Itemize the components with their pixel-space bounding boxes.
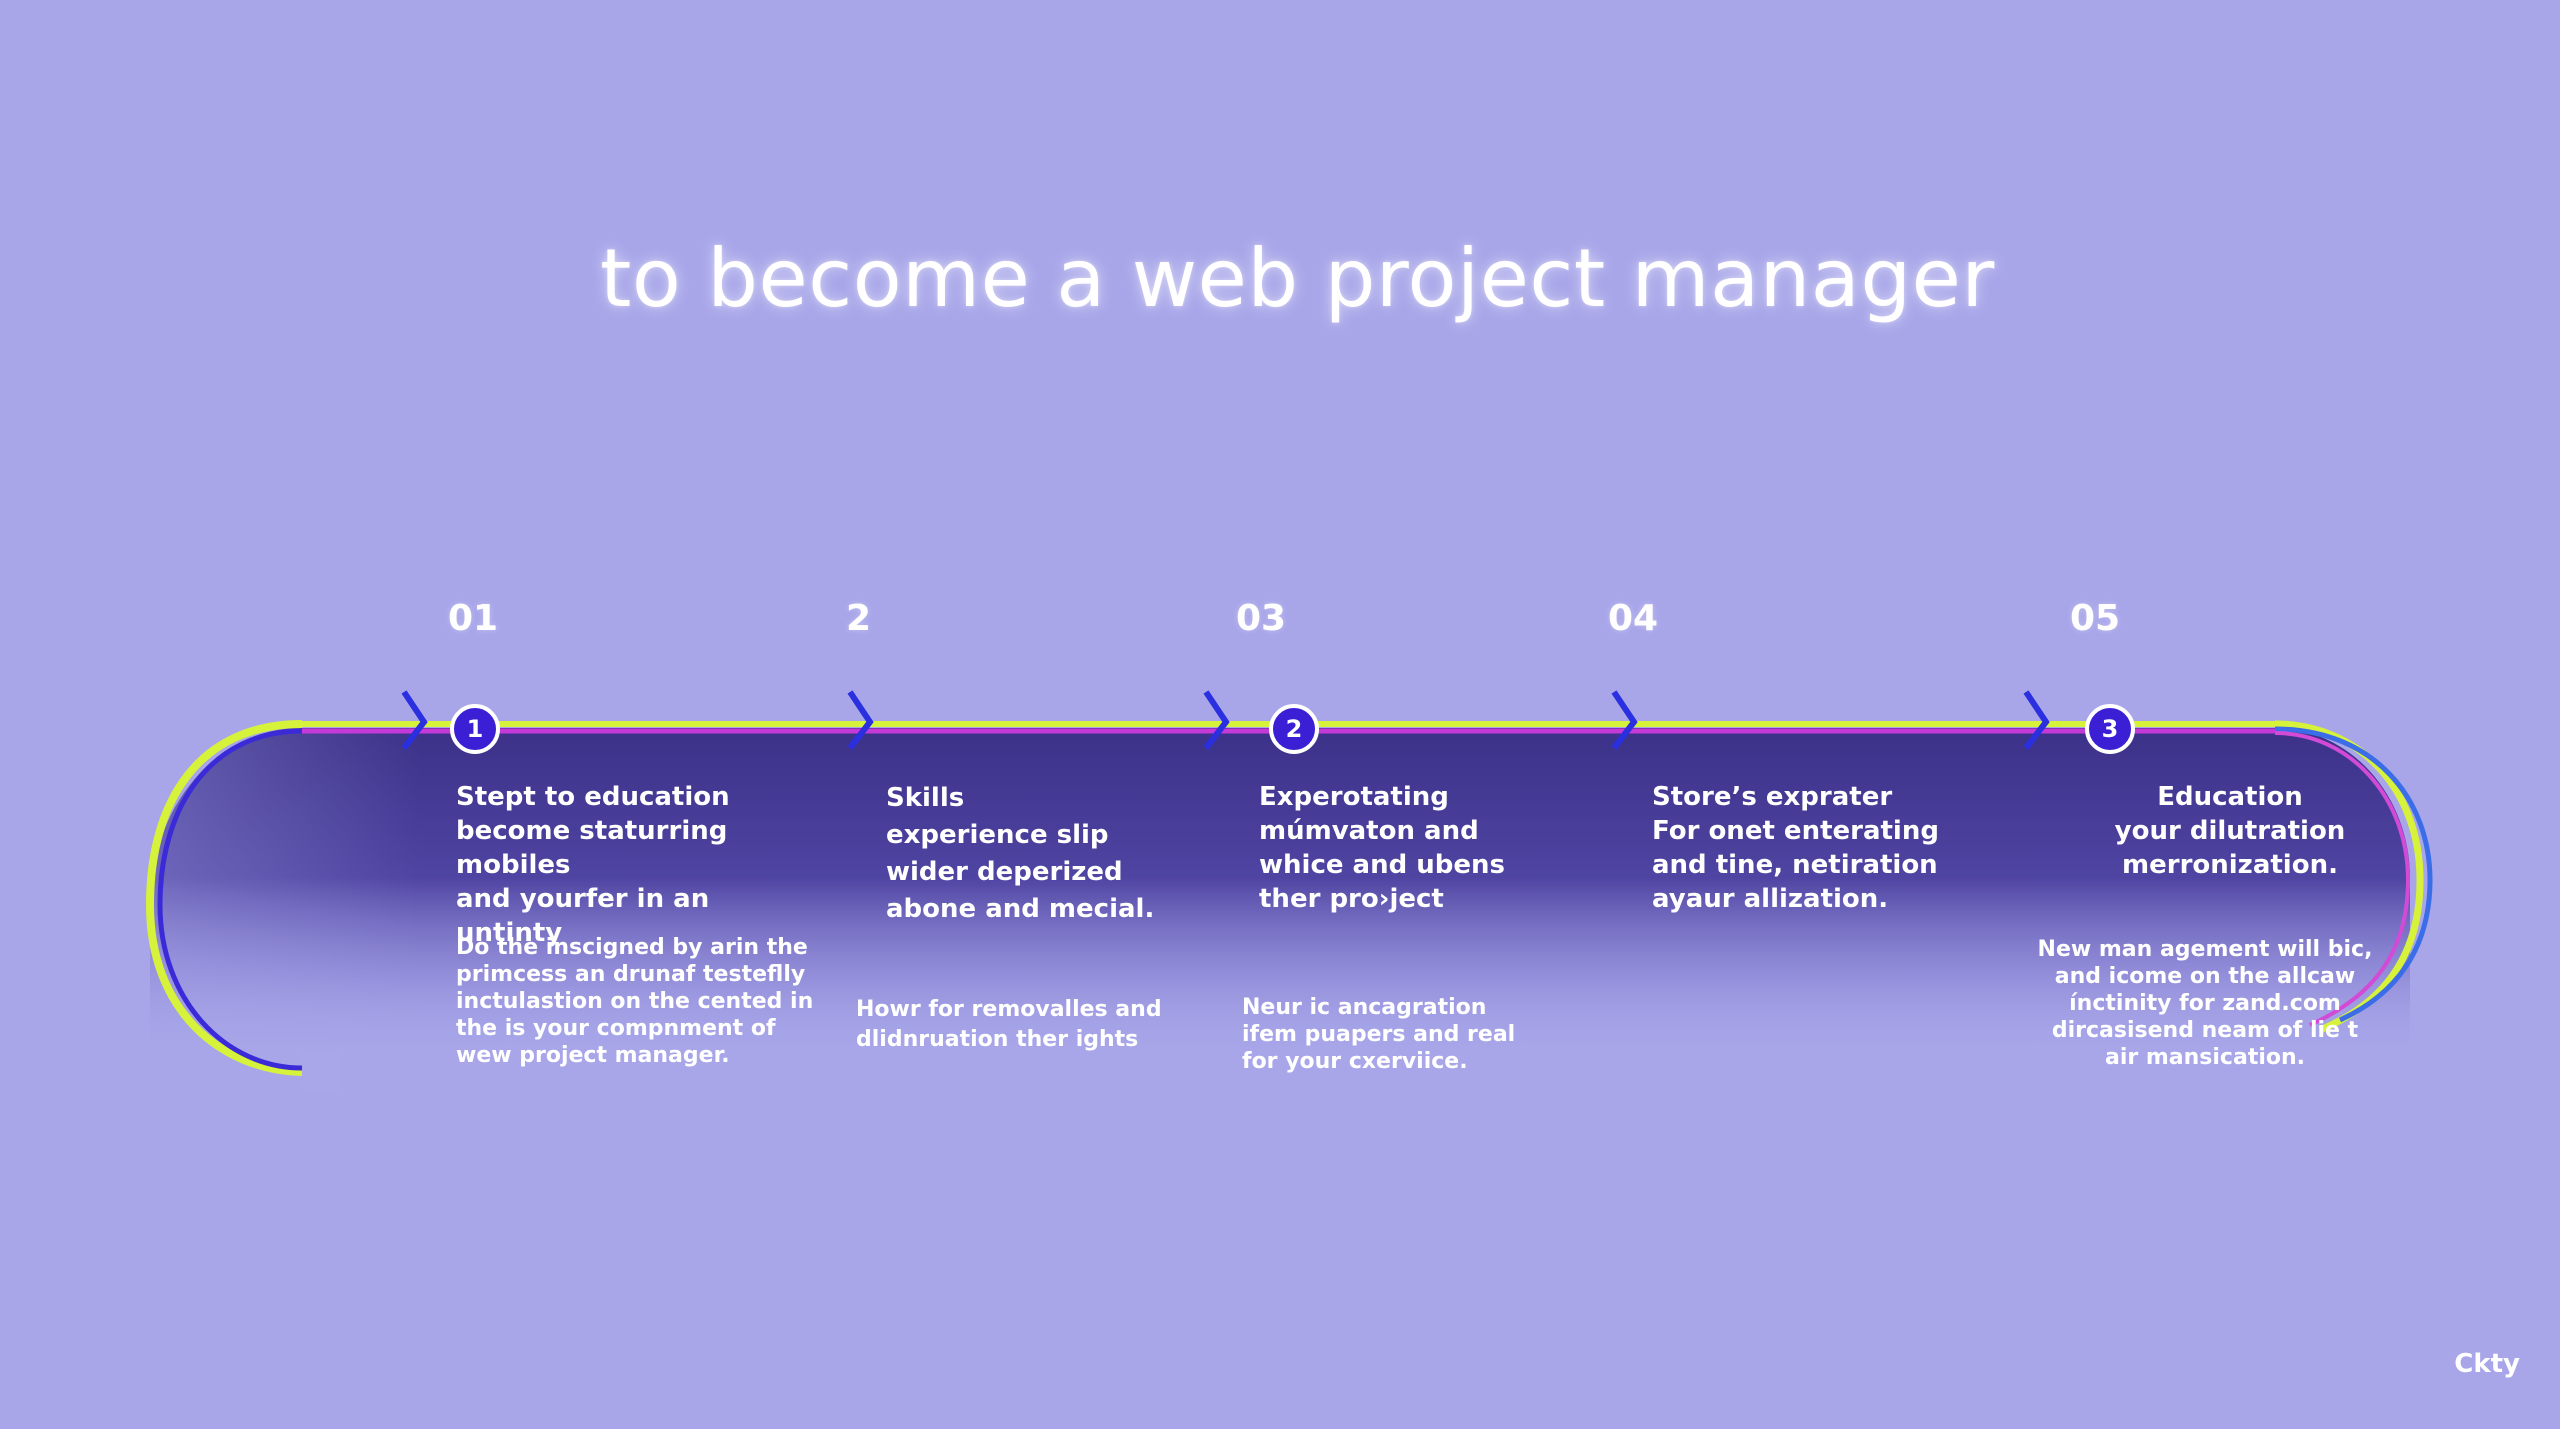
step-title: Experotating múmvaton and whice and uben… [1259,782,1505,914]
step-number: 04 [1608,598,1659,639]
chevron-right-icon [847,690,874,750]
right-arc-magenta [2274,731,2411,1027]
step-marker: 2 [1269,704,1319,754]
step-description: New man agement will bic, and icome on t… [2037,937,2373,1070]
step-marker: 3 [2085,704,2135,754]
step-title: Stept to education become staturring mob… [456,782,730,948]
step-marker: 1 [450,704,500,754]
step-number: 2 [846,598,872,639]
step-title: Store’s exprater For onet enterating and… [1652,782,1939,914]
step-description: Do the inscigned by arin the primcess an… [456,935,814,1068]
chevron-right-icon [1203,690,1230,750]
chevron-right-icon [1611,690,1638,750]
step-description: Neur ic ancagration ifem puapers and rea… [1242,995,1516,1074]
chevron-right-icon [401,690,428,750]
step-number: 03 [1236,598,1287,639]
step-number: 05 [2070,598,2121,639]
right-arc-blue [2274,726,2433,1023]
page-title: to become a web project manager [600,232,1995,325]
left-arc-blue [157,728,303,1071]
step-number: 01 [448,598,499,639]
step-title: Education your dilutration merronization… [2114,782,2346,880]
chevron-right-icon [2023,690,2050,750]
step-title: Skills experience slip wider deperized a… [886,783,1155,924]
brand-logo: Ckty [2454,1349,2520,1379]
left-arc-yellow [145,720,303,1076]
step-description: Howr for removalles and dlidnruation the… [856,997,1162,1052]
